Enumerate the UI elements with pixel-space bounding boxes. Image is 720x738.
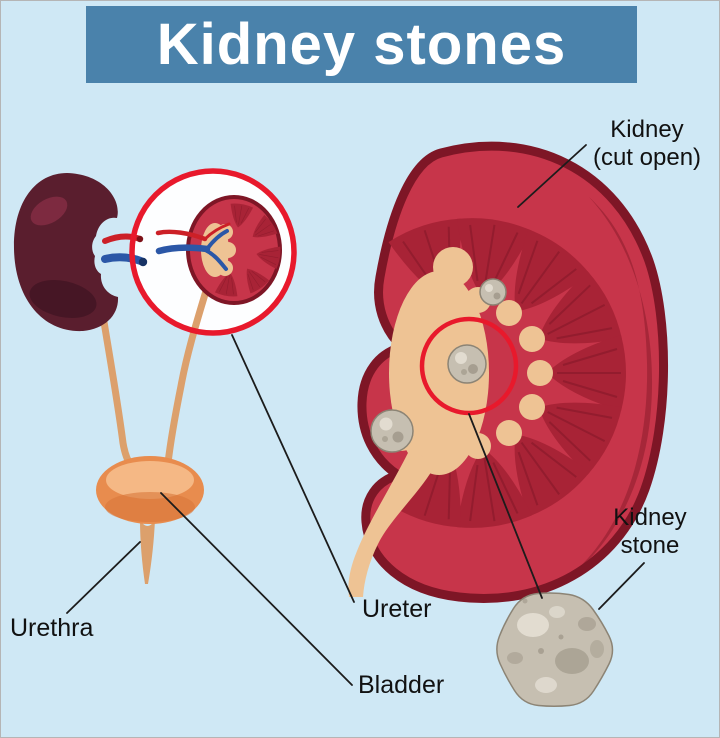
leader-circle-to-stone xyxy=(468,413,543,599)
leader-kidney-stone xyxy=(598,562,645,610)
leader-lines xyxy=(66,144,645,686)
whole-kidney xyxy=(13,173,148,332)
label-kidney-stone: Kidney stone xyxy=(613,504,687,560)
stone-highlight-ring xyxy=(419,316,519,416)
urinary-system xyxy=(13,168,297,584)
label-bladder: Bladder xyxy=(358,671,445,699)
kidney-stone-small xyxy=(479,278,507,306)
title-banner: Kidney stones xyxy=(86,6,637,83)
magnified-kidney xyxy=(155,195,283,305)
magnifier-ring xyxy=(129,168,297,336)
right-ureter-tube xyxy=(164,287,210,467)
kidney-stone-circled xyxy=(447,344,487,384)
leader-bladder xyxy=(160,492,353,686)
label-ureter: Ureter xyxy=(362,595,432,623)
kidney-stone-lower xyxy=(370,409,414,453)
leader-kidney-cut-open xyxy=(517,144,587,208)
bladder-shape xyxy=(96,456,204,524)
kidney-cross-section xyxy=(348,141,668,603)
page-title: Kidney stones xyxy=(156,11,567,77)
label-urethra: Urethra xyxy=(10,614,94,642)
kidney-ureter-funnel xyxy=(348,447,433,597)
renal-vein xyxy=(101,253,147,266)
label-kidney-cut-open: Kidney (cut open) xyxy=(592,116,702,172)
leader-ureter xyxy=(231,334,355,603)
urethra-tube xyxy=(140,520,155,584)
renal-pelvis xyxy=(348,247,553,597)
kidney-stone-enlarged xyxy=(496,592,614,707)
leader-urethra xyxy=(66,541,141,614)
